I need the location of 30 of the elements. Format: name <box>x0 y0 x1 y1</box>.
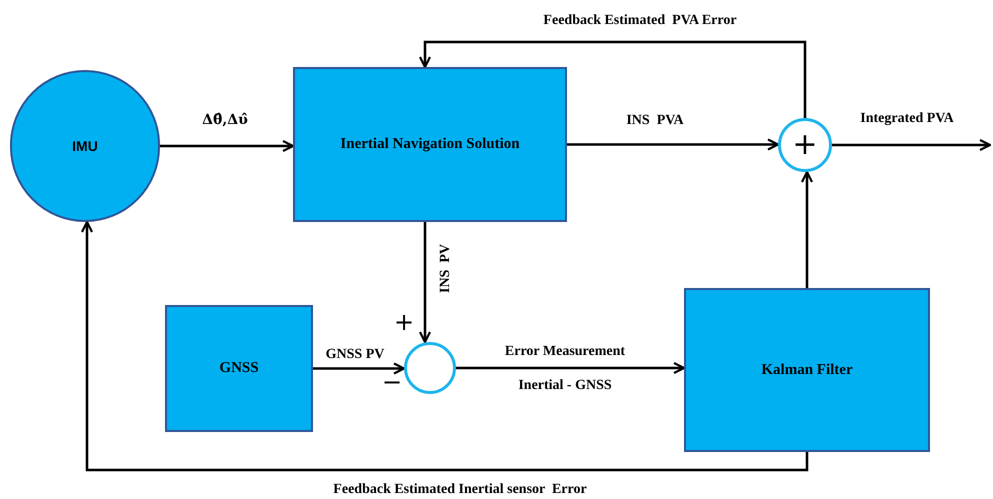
process-box <box>684 288 930 452</box>
process-box <box>293 67 567 222</box>
arrow <box>832 138 992 152</box>
node-label: GNSS <box>219 359 259 378</box>
node-label: Inertial Navigation Solution <box>340 135 520 154</box>
node-label: IMU <box>72 136 98 156</box>
sign-label: − <box>382 370 402 394</box>
arrow <box>456 362 686 374</box>
summing-junction <box>404 342 456 394</box>
edge-label: Feedback Estimated PVA Error <box>542 12 738 30</box>
arrow <box>80 220 808 472</box>
edge-label: Δθ̂,Δυ̂ <box>201 111 249 130</box>
edge-label: Feedback Estimated Inertial sensor Error <box>332 481 588 499</box>
summing-junction <box>778 118 832 172</box>
sign-label: + <box>394 310 414 334</box>
annotation-text: Inertial - GNSS <box>517 377 613 395</box>
node-label: Kalman Filter <box>761 360 853 380</box>
edge-label: INS PVA <box>625 112 685 130</box>
process-box <box>165 305 313 432</box>
arrow <box>567 138 780 151</box>
edge-label: Integrated PVA <box>859 110 955 128</box>
edge-label: GNSS PV <box>324 346 386 364</box>
edge-label: INS PV <box>436 244 454 292</box>
plus-sign: + <box>792 130 818 160</box>
arrow <box>800 170 814 288</box>
edge-label: Error Measurement <box>504 343 626 361</box>
arrow <box>418 222 432 344</box>
arrow <box>313 362 406 375</box>
arrow <box>160 140 294 152</box>
arrow <box>418 40 806 118</box>
